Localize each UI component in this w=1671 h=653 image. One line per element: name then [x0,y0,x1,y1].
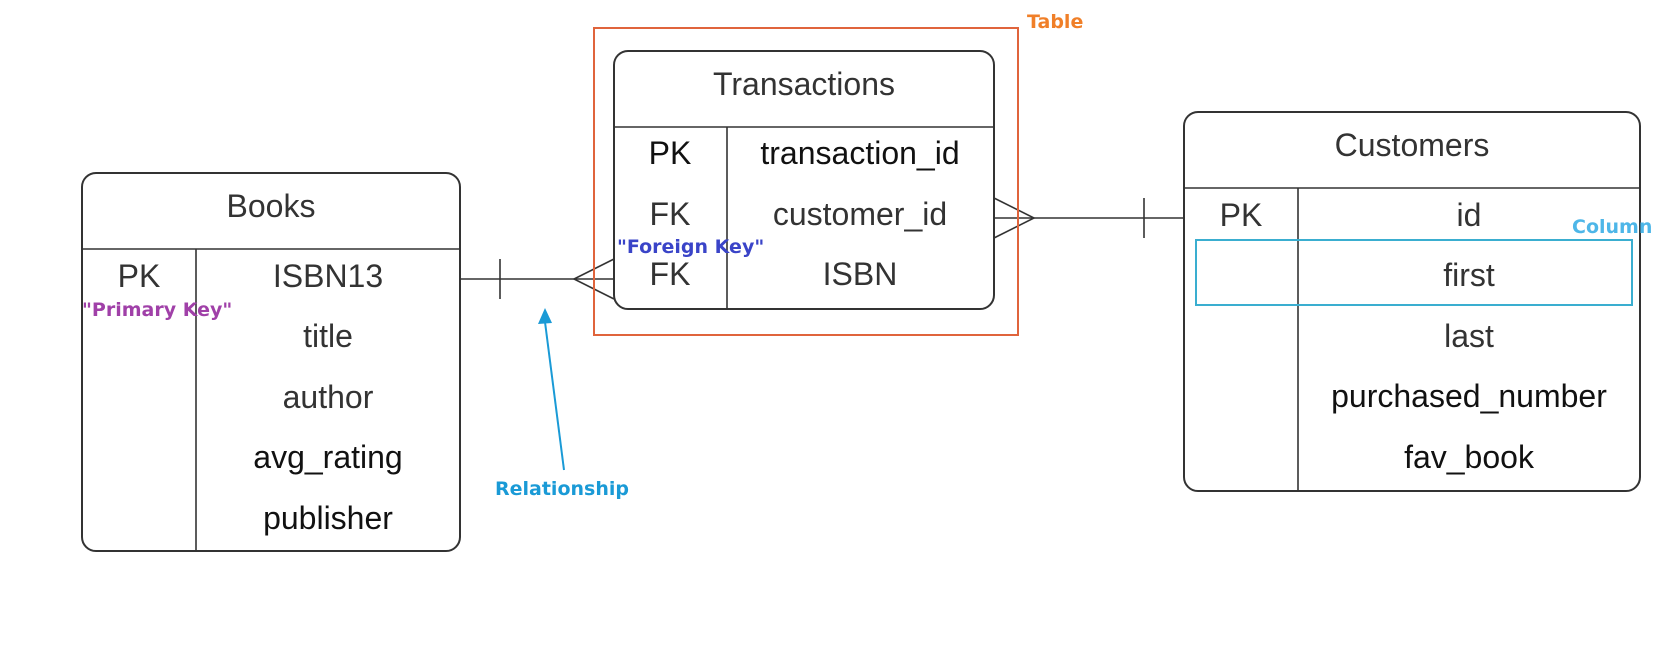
transactions-row-key: FK [650,196,691,232]
transactions-table-frame [613,50,995,310]
books-column-author[interactable]: author [283,379,374,415]
relationship-annotation-label: Relationship [495,478,629,500]
books-column-isbn13[interactable]: ISBN13 [273,258,383,294]
customers-column-fav-book[interactable]: fav_book [1404,439,1535,475]
books-row-key: PK [118,258,161,294]
arrow-up-icon [538,308,552,324]
customers-column-id[interactable]: id [1457,197,1482,233]
books-column-title[interactable]: title [303,318,353,354]
books-column-publisher[interactable]: publisher [263,500,393,536]
books-table[interactable]: Books PK ISBN13 title author avg_rating … [81,172,461,552]
customers-table[interactable]: Customers PK id first last purchased_num… [1183,111,1641,492]
many-marker [993,197,1036,239]
column-highlight-box [1195,239,1633,306]
column-annotation-label: Column [1572,216,1652,238]
relationship-books-transactions[interactable] [460,258,615,300]
transactions-table-title: Transactions [713,66,895,102]
books-table-frame [81,172,461,552]
table-annotation-label: Table [1027,11,1083,33]
primary-key-annotation-label: "Primary Key" [82,299,232,321]
transactions-column-transaction-id[interactable]: transaction_id [760,135,959,171]
customers-table-frame [1183,111,1641,492]
books-column-avg-rating[interactable]: avg_rating [253,439,402,475]
foreign-key-annotation-label: "Foreign Key" [617,236,764,258]
transactions-table[interactable]: Transactions PK transaction_id FK custom… [613,50,995,310]
customers-column-last[interactable]: last [1444,318,1494,354]
table-highlight-box [593,27,1019,336]
relationship-transactions-customers[interactable] [993,197,1184,239]
annotation-column: Column [1195,216,1652,306]
annotation-table: Table [593,11,1083,336]
customers-column-first[interactable]: first [1443,257,1495,293]
books-table-title: Books [227,188,316,224]
transactions-column-customer-id[interactable]: customer_id [773,196,947,232]
transactions-row-key: PK [649,135,692,171]
customers-row-key: PK [1220,197,1263,233]
transactions-row-key: FK [650,256,691,292]
transactions-column-isbn[interactable]: ISBN [823,256,898,292]
annotation-relationship: Relationship [495,308,629,500]
customers-table-title: Customers [1335,127,1490,163]
many-marker [572,258,615,300]
relationship-pointer-line [544,321,565,471]
customers-column-purchased-number[interactable]: purchased_number [1331,378,1607,414]
